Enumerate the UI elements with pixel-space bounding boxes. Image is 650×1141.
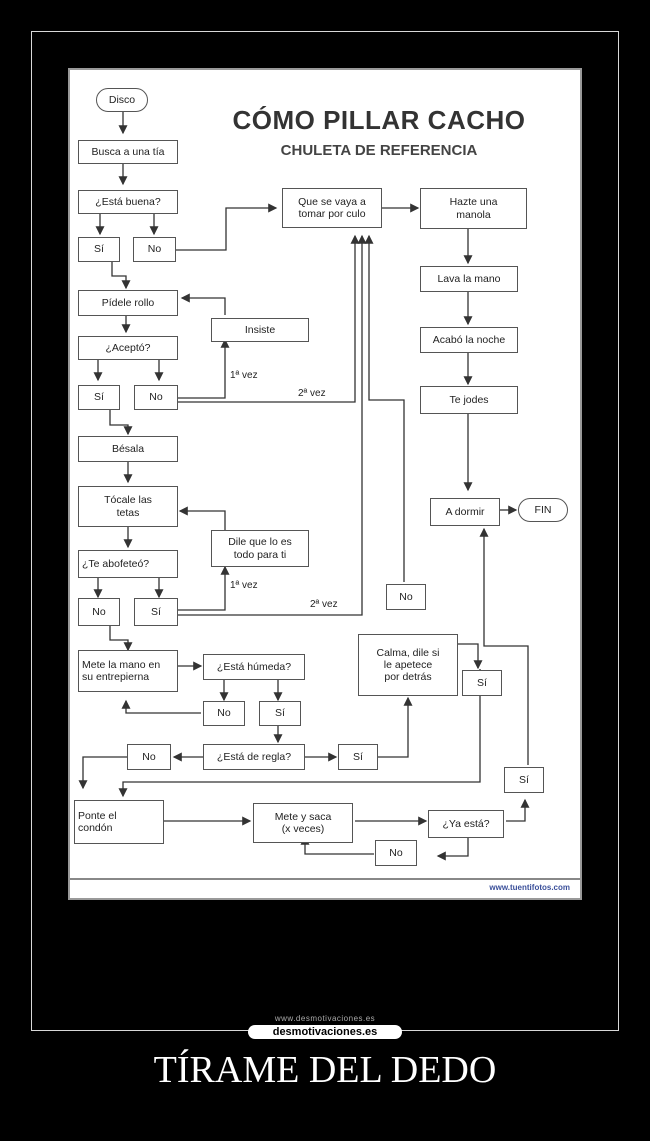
arrow-si-besala: [109, 410, 133, 436]
arrow-si-quesevaya-2: [178, 234, 367, 616]
node-si-acepto: Sí: [78, 385, 120, 410]
arrow-si-dile: [178, 565, 230, 611]
node-insiste: Insiste: [211, 318, 309, 342]
arrow-no-quesevaya-2: [178, 234, 360, 403]
node-lava-mano: Lava la mano: [420, 266, 518, 292]
node-ya-esta: ¿Ya está?: [428, 810, 504, 838]
brand-logo: desmotivaciones.es: [248, 1025, 402, 1039]
node-hazte-manola: Hazte una manola: [420, 188, 527, 229]
node-esta-buena: ¿Está buena?: [78, 190, 178, 214]
node-si-buena: Sí: [78, 237, 120, 262]
arrow-sicalma-condon: [118, 669, 481, 798]
arrow-no-mete: [109, 626, 133, 652]
label-2a-vez-dile: 2ª vez: [310, 599, 338, 610]
arrow-si-pidele: [111, 262, 131, 290]
node-mete-mano: Mete la mano en su entrepierna: [78, 650, 178, 692]
node-fin: FIN: [518, 498, 568, 522]
arrow-yaesta-si: [506, 798, 530, 822]
poster-caption: TÍRAME DEL DEDO: [153, 1049, 497, 1091]
node-que-se-vaya: Que se vaya a tomar por culo: [282, 188, 382, 228]
arrow-si-adormir: [479, 527, 529, 765]
brand-subtext: www.desmotivaciones.es: [274, 1014, 376, 1023]
label-1a-vez-insiste: 1ª vez: [230, 370, 258, 381]
label-1a-vez-dile: 1ª vez: [230, 580, 258, 591]
arrow-yaesta-no: [436, 838, 469, 861]
arrow-no-condon: [78, 756, 127, 790]
node-no-buena: No: [133, 237, 176, 262]
arrow-no-quesevaya: [176, 203, 278, 251]
node-dile-todo: Dile que lo es todo para ti: [211, 530, 309, 567]
node-esta-humeda: ¿Está húmeda?: [203, 654, 305, 680]
node-no-ya-esta: No: [375, 840, 417, 866]
node-no-abofeteo: No: [78, 598, 120, 626]
node-no-calma: No: [386, 584, 426, 610]
node-no-acepto: No: [134, 385, 178, 410]
node-mete-saca: Mete y saca (x veces): [253, 803, 353, 843]
node-si-ya-esta: Sí: [504, 767, 544, 793]
chart-subtitle: CHULETA DE REFERENCIA: [280, 142, 478, 159]
label-2a-vez-insiste: 2ª vez: [298, 388, 326, 399]
node-a-dormir: A dormir: [430, 498, 500, 526]
node-si-calma: Sí: [462, 670, 502, 696]
node-te-abofeteo: ¿Te abofeteó?: [78, 550, 178, 578]
arrow-si-calma: [377, 696, 413, 758]
arrow-insiste-pidele: [180, 293, 226, 315]
node-no-humeda: No: [203, 701, 245, 726]
node-besala: Bésala: [78, 436, 178, 462]
arrow-dile-tocale: [178, 506, 226, 530]
chart-title: CÓMO PILLAR CACHO: [232, 105, 526, 135]
node-si-abofeteo: Sí: [134, 598, 178, 626]
node-si-humeda: Sí: [259, 701, 301, 726]
node-pidele-rollo: Pídele rollo: [78, 290, 178, 316]
poster-footer-divider: [70, 878, 580, 880]
source-credit: www.tuentifotos.com: [489, 883, 570, 892]
flowchart-poster: CÓMO PILLAR CACHO CHULETA DE REFERENCIA …: [68, 68, 582, 900]
flowchart-connectors: [78, 112, 530, 861]
node-te-jodes: Te jodes: [420, 386, 518, 414]
node-no-regla: No: [127, 744, 171, 770]
arrow-no-insiste: [178, 338, 230, 399]
node-si-regla: Sí: [338, 744, 378, 770]
node-disco: Disco: [96, 88, 148, 112]
node-busca-tia: Busca a una tía: [78, 140, 178, 164]
node-acepto: ¿Aceptó?: [78, 336, 178, 360]
node-ponte-condon: Ponte el condón: [74, 800, 164, 844]
arrow-no-mete-back: [121, 699, 201, 714]
node-calma-detras: Calma, dile si le apetece por detrás: [358, 634, 458, 696]
node-tocale-tetas: Tócale las tetas: [78, 486, 178, 527]
node-acabo-noche: Acabó la noche: [420, 327, 518, 353]
arrow-nocalma-quesevaya: [364, 234, 405, 582]
node-esta-regla: ¿Está de regla?: [203, 744, 305, 770]
